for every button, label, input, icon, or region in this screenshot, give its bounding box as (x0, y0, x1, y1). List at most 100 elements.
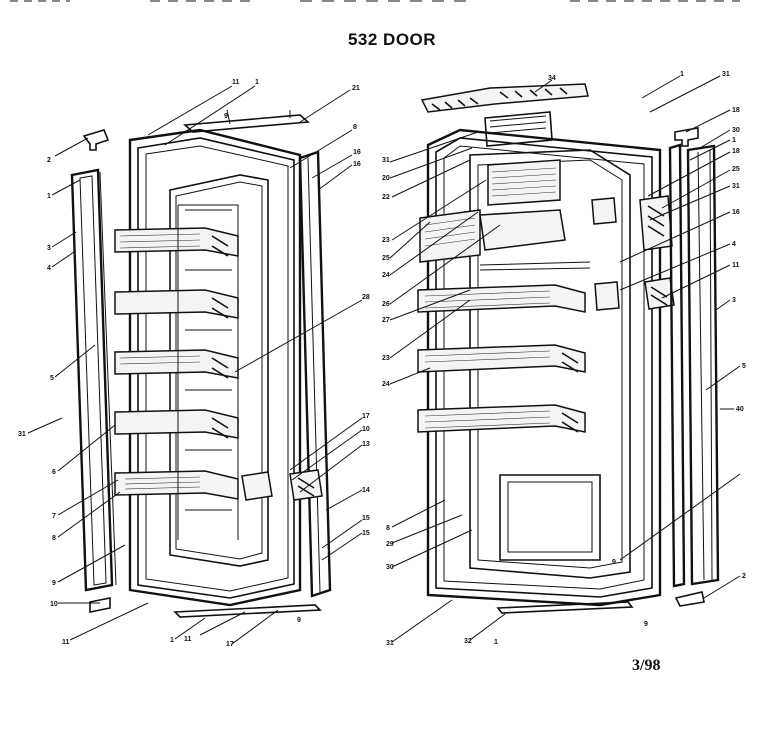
callout-11: 11 (232, 79, 240, 86)
callout-9d: 9 (612, 559, 616, 566)
callout-30: 30 (732, 127, 740, 134)
callout-1: 1 (255, 79, 259, 86)
callout-4: 4 (47, 265, 51, 272)
callout-17b: 17 (362, 413, 370, 420)
right-inner-liner (469, 149, 631, 579)
right-top-grille (420, 83, 589, 113)
left-bottom-hinge (89, 597, 111, 613)
right-vent (487, 159, 561, 206)
right-clip-upper (639, 195, 673, 251)
right-bottom-bin (499, 474, 601, 561)
callout-31c: 31 (732, 183, 740, 190)
callout-23b: 23 (382, 355, 390, 362)
left-shelf-4 (114, 409, 239, 439)
left-trim-strip (298, 150, 332, 598)
callout-9c: 9 (297, 617, 301, 624)
callout-31b: 31 (722, 71, 730, 78)
callout-14: 14 (362, 487, 370, 494)
right-butter-bin (419, 209, 481, 263)
left-door-assembly: 11 1 9 21 8 16 16 2 1 3 4 5 31 6 7 8 9 1… (18, 79, 370, 648)
right-door-assembly: 34 1 31 18 30 1 18 25 31 16 4 11 3 5 40 … (382, 71, 746, 647)
callout-15b: 15 (362, 530, 370, 537)
callout-2: 2 (47, 157, 51, 164)
left-leader-lines (27, 85, 363, 645)
callout-18b: 18 (732, 148, 740, 155)
right-shelves (417, 261, 591, 433)
right-shelf-3 (417, 404, 586, 433)
callout-9b: 9 (52, 580, 56, 587)
right-clip-inner-b (594, 281, 620, 311)
callout-18: 18 (732, 107, 740, 114)
callout-16c: 16 (732, 209, 740, 216)
callout-29: 29 (386, 541, 394, 548)
callout-1f: 1 (494, 639, 498, 646)
right-callouts: 34 1 31 18 30 1 18 25 31 16 4 11 3 5 40 … (382, 71, 746, 647)
callout-34: 34 (548, 75, 556, 82)
callout-28: 28 (362, 294, 370, 301)
callout-8: 8 (353, 124, 357, 131)
callout-23: 23 (382, 237, 390, 244)
callout-24: 24 (382, 272, 390, 279)
callout-1c: 1 (170, 637, 174, 644)
callout-1b: 1 (47, 193, 51, 200)
callout-17: 17 (226, 641, 234, 648)
callout-3b: 3 (732, 297, 736, 304)
callout-9: 9 (224, 113, 228, 120)
callout-11c: 11 (184, 636, 192, 643)
callout-16b: 16 (353, 161, 361, 168)
callout-6: 6 (52, 469, 56, 476)
right-bottom-cap (496, 601, 634, 614)
callout-10: 10 (50, 601, 58, 608)
callout-22: 22 (382, 194, 390, 201)
diagram-title: 532 DOOR (347, 30, 437, 49)
left-top-cap (183, 114, 310, 133)
callout-2b: 2 (742, 573, 746, 580)
left-shelf-3 (114, 349, 239, 379)
callout-25b: 25 (382, 255, 390, 262)
right-shelf-1 (417, 284, 586, 313)
left-inner-liner (169, 174, 269, 567)
right-outer-door-panel (426, 128, 662, 607)
callout-21: 21 (352, 85, 360, 92)
callout-10b: 10 (362, 426, 370, 433)
callout-5: 5 (50, 375, 54, 382)
right-clip-inner-a (591, 197, 617, 225)
callout-32: 32 (464, 638, 472, 645)
callout-26: 26 (382, 301, 390, 308)
callout-15a: 15 (362, 515, 370, 522)
callout-7: 7 (52, 513, 56, 520)
left-bottom-cap (173, 604, 322, 618)
callout-30b: 30 (386, 564, 394, 571)
left-clip-a (241, 471, 273, 501)
callout-1e: 1 (732, 137, 736, 144)
callout-11d: 11 (732, 262, 740, 269)
callout-25: 25 (732, 166, 740, 173)
callout-31: 31 (18, 431, 26, 438)
callout-1d: 1 (680, 71, 684, 78)
right-shelf-2 (417, 344, 586, 373)
callout-16a: 16 (353, 149, 361, 156)
callout-11b: 11 (62, 639, 70, 646)
left-top-hinge (82, 129, 110, 151)
callout-8b: 8 (52, 535, 56, 542)
right-top-hinge (674, 127, 699, 147)
right-gasket-strip (686, 144, 720, 586)
date-code: 3/98 (632, 657, 661, 674)
callout-4b: 4 (732, 241, 736, 248)
callout-20: 20 (382, 175, 390, 182)
callout-24b: 24 (382, 381, 390, 388)
right-bottom-hinge (674, 591, 705, 607)
callout-40: 40 (736, 406, 744, 413)
callout-3: 3 (47, 245, 51, 252)
left-callouts: 11 1 9 21 8 16 16 2 1 3 4 5 31 6 7 8 9 1… (18, 79, 370, 648)
callout-27: 27 (382, 317, 390, 324)
callout-31d: 31 (382, 157, 390, 164)
right-clip-lower (644, 277, 675, 310)
callout-5b: 5 (742, 363, 746, 370)
left-shelves (114, 204, 239, 540)
callout-8c: 8 (386, 525, 390, 532)
right-leader-lines (389, 75, 741, 643)
left-clip-b (289, 469, 323, 501)
callout-13: 13 (362, 441, 370, 448)
